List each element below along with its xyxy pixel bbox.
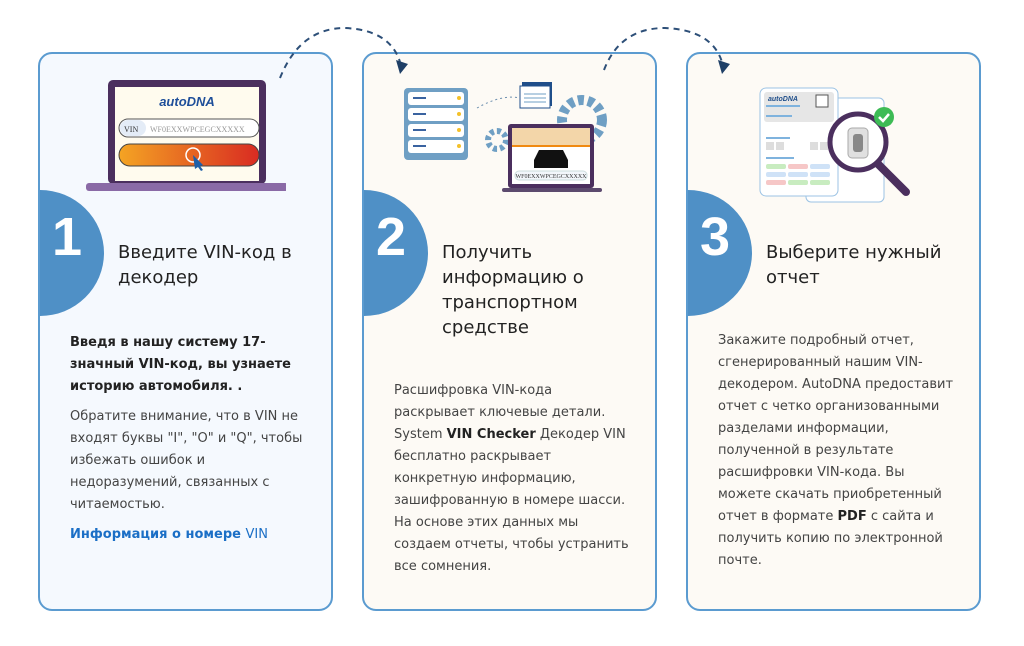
step-body-bold: Введя в нашу систему 17-значный VIN-код,… <box>70 335 291 394</box>
step-title: Получить информацию о транспортном средс… <box>442 242 584 338</box>
step-body-bold: PDF <box>837 509 867 524</box>
link-bold[interactable]: Информация о номере <box>70 527 241 542</box>
vin-label: VIN <box>124 125 138 134</box>
brand-logo: autoDNA <box>768 96 798 103</box>
brand-logo: autoDNA <box>159 94 215 109</box>
step-card-1: autoDNA VIN WF0EXXWPCEGCXXXXX 1 Введите … <box>38 52 333 611</box>
step-body-text: Закажите подробный отчет, сгенерированны… <box>718 333 954 524</box>
vin-value: WF0EXXWPCEGCXXXXX <box>516 174 588 180</box>
report-magnifier-illustration: autoDNA <box>758 82 928 212</box>
step-title: Выберите нужный отчет <box>766 242 942 288</box>
step-body-text: Обратите внимание, что в VIN не входят б… <box>70 409 303 512</box>
step-body-text: Расшифровка VIN-кода раскрывает ключевые… <box>394 383 606 442</box>
step-number: 1 <box>52 207 83 267</box>
step-number: 3 <box>700 207 731 267</box>
step-card-3: autoDNA 3 Выберите нужный отчет Закажите… <box>686 52 981 611</box>
car-icon <box>534 150 568 168</box>
server-laptop-illustration: WF0EXXWPCEGCXXXXX <box>402 72 632 197</box>
step-body-bold: VIN Checker <box>446 427 536 442</box>
step-number: 2 <box>376 207 407 267</box>
step-body: Расшифровка VIN-кода раскрывает ключевые… <box>394 380 634 586</box>
magnifier-icon <box>872 158 910 196</box>
check-icon <box>874 107 894 127</box>
vin-info-link[interactable]: Информация о номере VIN <box>70 524 310 546</box>
link-rest[interactable]: VIN <box>245 527 268 542</box>
step-card-2: WF0EXXWPCEGCXXXXX 2 Получить информацию … <box>362 52 657 611</box>
laptop-vin-illustration: autoDNA VIN WF0EXXWPCEGCXXXXX <box>86 78 286 198</box>
step-body: Закажите подробный отчет, сгенерированны… <box>718 330 958 580</box>
vin-value: WF0EXXWPCEGCXXXXX <box>150 125 245 134</box>
step-body: Введя в нашу систему 17-значный VIN-код,… <box>70 332 310 554</box>
step-body-text-2: Декодер VIN бесплатно раскрывает конкрет… <box>394 427 629 574</box>
cursor-icon <box>193 155 203 171</box>
step-body-text-2: с сайта и получить копию по электронной … <box>718 509 943 568</box>
step-title: Введите VIN-код в декодер <box>118 242 292 288</box>
